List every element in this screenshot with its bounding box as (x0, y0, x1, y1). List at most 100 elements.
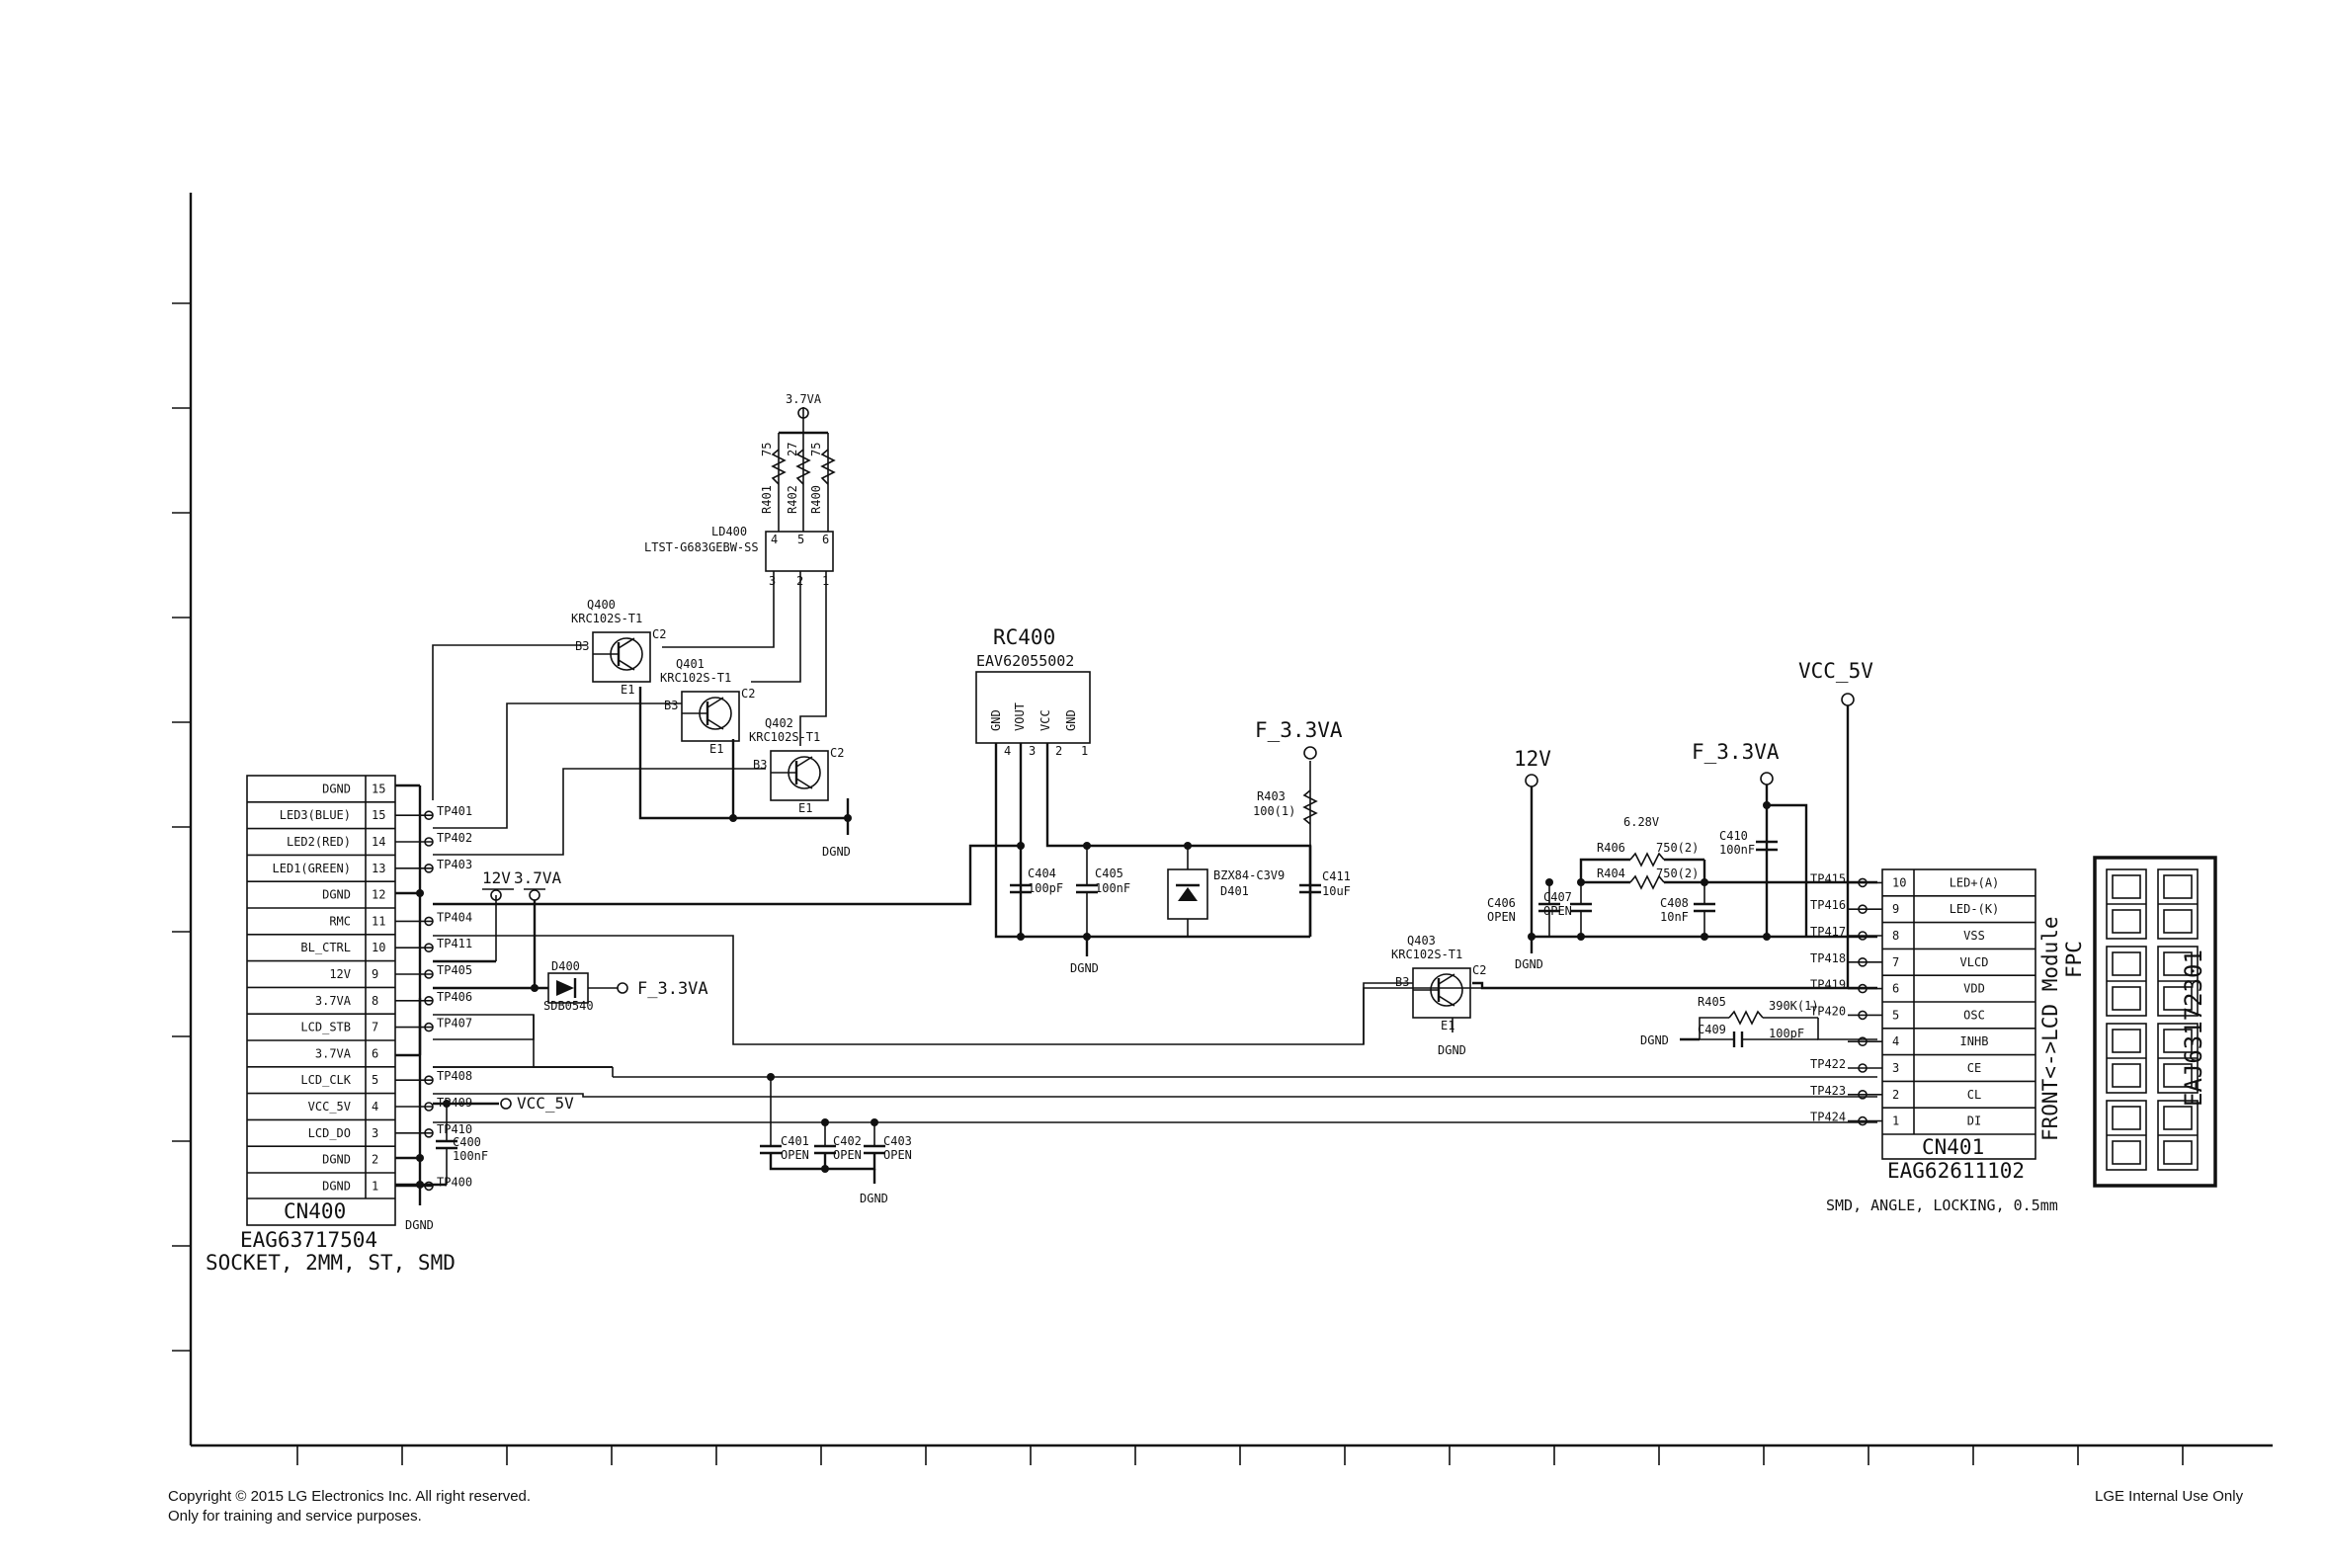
testpoint (424, 837, 434, 847)
r401-ref: R401 (760, 485, 774, 514)
c402-val: OPEN (833, 1148, 862, 1162)
d400-ref: D400 (551, 959, 580, 973)
diode-d400: D400 SDB0540 F_3.3VA (433, 959, 708, 1013)
testpoint (424, 863, 434, 873)
rc400-pin-gnd: GND (989, 709, 1003, 731)
transistor-part: KRC102S-T1 (1391, 948, 1462, 961)
cn400-pin-number: 15 (372, 782, 385, 795)
rc400-n3: 3 (1029, 744, 1036, 758)
testpoint (1858, 877, 1868, 888)
ld400-pin-4: 4 (771, 533, 778, 546)
cn400-gnd-label: DGND (405, 1218, 434, 1232)
r402-val: 27 (786, 443, 799, 456)
c405-ref: C405 (1095, 867, 1123, 880)
d401-part: BZX84-C3V9 (1213, 868, 1285, 882)
lcd-glass: EAJ63172301 (2093, 856, 2217, 1188)
cn401-pin-number: 1 (1892, 1114, 1899, 1128)
c407-ref: C407 (1543, 890, 1572, 904)
cn400-pin-label: DGND (322, 782, 351, 795)
cn400-pin-label: LED2(RED) (287, 835, 351, 849)
cn401-part: EAG62611102 (1887, 1159, 2025, 1183)
copyright-text: Copyright © 2015 LG Electronics Inc. All… (168, 1488, 532, 1505)
cn401-pin-label: LED+(A) (1950, 875, 2000, 889)
cn400-pin-number: 9 (372, 967, 378, 981)
testpoint (1858, 931, 1868, 941)
cn401-pin-label: CL (1967, 1088, 1981, 1102)
testpoint (1858, 983, 1868, 994)
cn400-supplies: 12V 3.7VA (433, 868, 1620, 1045)
transistor-ref: Q402 (765, 716, 793, 730)
c401-val: OPEN (781, 1148, 809, 1162)
c405-val: 100nF (1095, 881, 1130, 895)
pin-c: C2 (652, 627, 666, 641)
cn400-wiring (395, 784, 424, 1205)
led-collector-wiring (432, 593, 852, 856)
rc400-part: EAV62055002 (976, 652, 1074, 670)
cn401-pin-label: VSS (1963, 929, 1985, 943)
cn401-pin-label: CE (1967, 1061, 1981, 1075)
cn400-pin-number: 6 (372, 1046, 378, 1060)
rc400-pin-vcc: VCC (1038, 709, 1052, 731)
testpoint (424, 1128, 434, 1138)
c407-val: OPEN (1543, 904, 1572, 918)
c411-val: 10uF (1322, 884, 1351, 898)
vlcd-voltage: 6.28V (1623, 815, 1659, 829)
testpoint (424, 969, 434, 979)
pin-c: C2 (1472, 963, 1486, 977)
testpoint-label: TP416 (1810, 898, 1846, 912)
f33-right-label: F_3.3VA (1692, 740, 1780, 764)
testpoint-label: TP411 (437, 937, 472, 950)
dgnd-q402: DGND (822, 845, 851, 859)
lcd-part: EAJ63172301 (2180, 949, 2207, 1107)
cn401-pin-number: 4 (1892, 1034, 1899, 1048)
pin-b: B3 (1395, 975, 1409, 989)
led-supply: 3.7VA (786, 392, 822, 406)
cn400-pin-label: DGND (322, 1153, 351, 1167)
dgnd-osc: DGND (1640, 1033, 1669, 1047)
transistor-ref: Q401 (676, 657, 705, 671)
r406-val: 750(2) (1656, 841, 1699, 855)
pin-c: C2 (830, 746, 844, 760)
c406-val: OPEN (1487, 910, 1516, 924)
footer-internal: LGE Internal Use Only (2095, 1488, 2244, 1505)
rc400-ref: RC400 (993, 625, 1055, 649)
ld400-part: LTST-G683GEBW-SS (644, 540, 759, 554)
cn401-pin-number: 8 (1892, 929, 1899, 943)
cn401-pin-label: OSC (1963, 1008, 1985, 1022)
testpoint-label: TP404 (437, 910, 472, 924)
cn400-pin-label: DGND (322, 1179, 351, 1193)
v12-right-label: 12V (1514, 747, 1551, 771)
testpoint-label: TP423 (1810, 1084, 1846, 1098)
transistor-part: KRC102S-T1 (571, 612, 642, 625)
testpoint (1858, 1010, 1868, 1021)
rc400-n1: 1 (1081, 744, 1088, 758)
rc400-n4: 4 (1004, 744, 1011, 758)
c403-val: OPEN (883, 1148, 912, 1162)
testpoint-label: TP402 (437, 831, 472, 845)
r400-val: 75 (809, 443, 823, 456)
cn400-pin-number: 14 (372, 835, 385, 849)
cn401-pin-number: 5 (1892, 1008, 1899, 1022)
ld400-ref: LD400 (711, 525, 747, 538)
transistor-group: B3C2E1Q400KRC102S-T1B3C2E1Q401KRC102S-T1… (571, 598, 1486, 1032)
right-supplies: VCC_5V 12V F_3.3VA C410 100nF R406 750(2… (1487, 659, 1877, 1047)
pin-b: B3 (664, 699, 678, 712)
cn401-ref: CN401 (1922, 1135, 1984, 1159)
testpoint (424, 810, 434, 821)
cn400-pin-label: LCD_CLK (300, 1073, 351, 1087)
cn400-pin-label: 3.7VA (315, 1046, 352, 1060)
cn401-pin-label: INHB (1960, 1034, 1989, 1048)
rc400-n2: 2 (1055, 744, 1062, 758)
testpoint-label: TP407 (437, 1017, 472, 1031)
testpoint (1858, 1090, 1868, 1100)
dgnd-caps: DGND (860, 1192, 888, 1205)
pin-e: E1 (621, 683, 634, 697)
cn400-pin-number: 12 (372, 888, 385, 902)
cn400-pin-number: 8 (372, 994, 378, 1008)
pin-b: B3 (753, 758, 767, 772)
